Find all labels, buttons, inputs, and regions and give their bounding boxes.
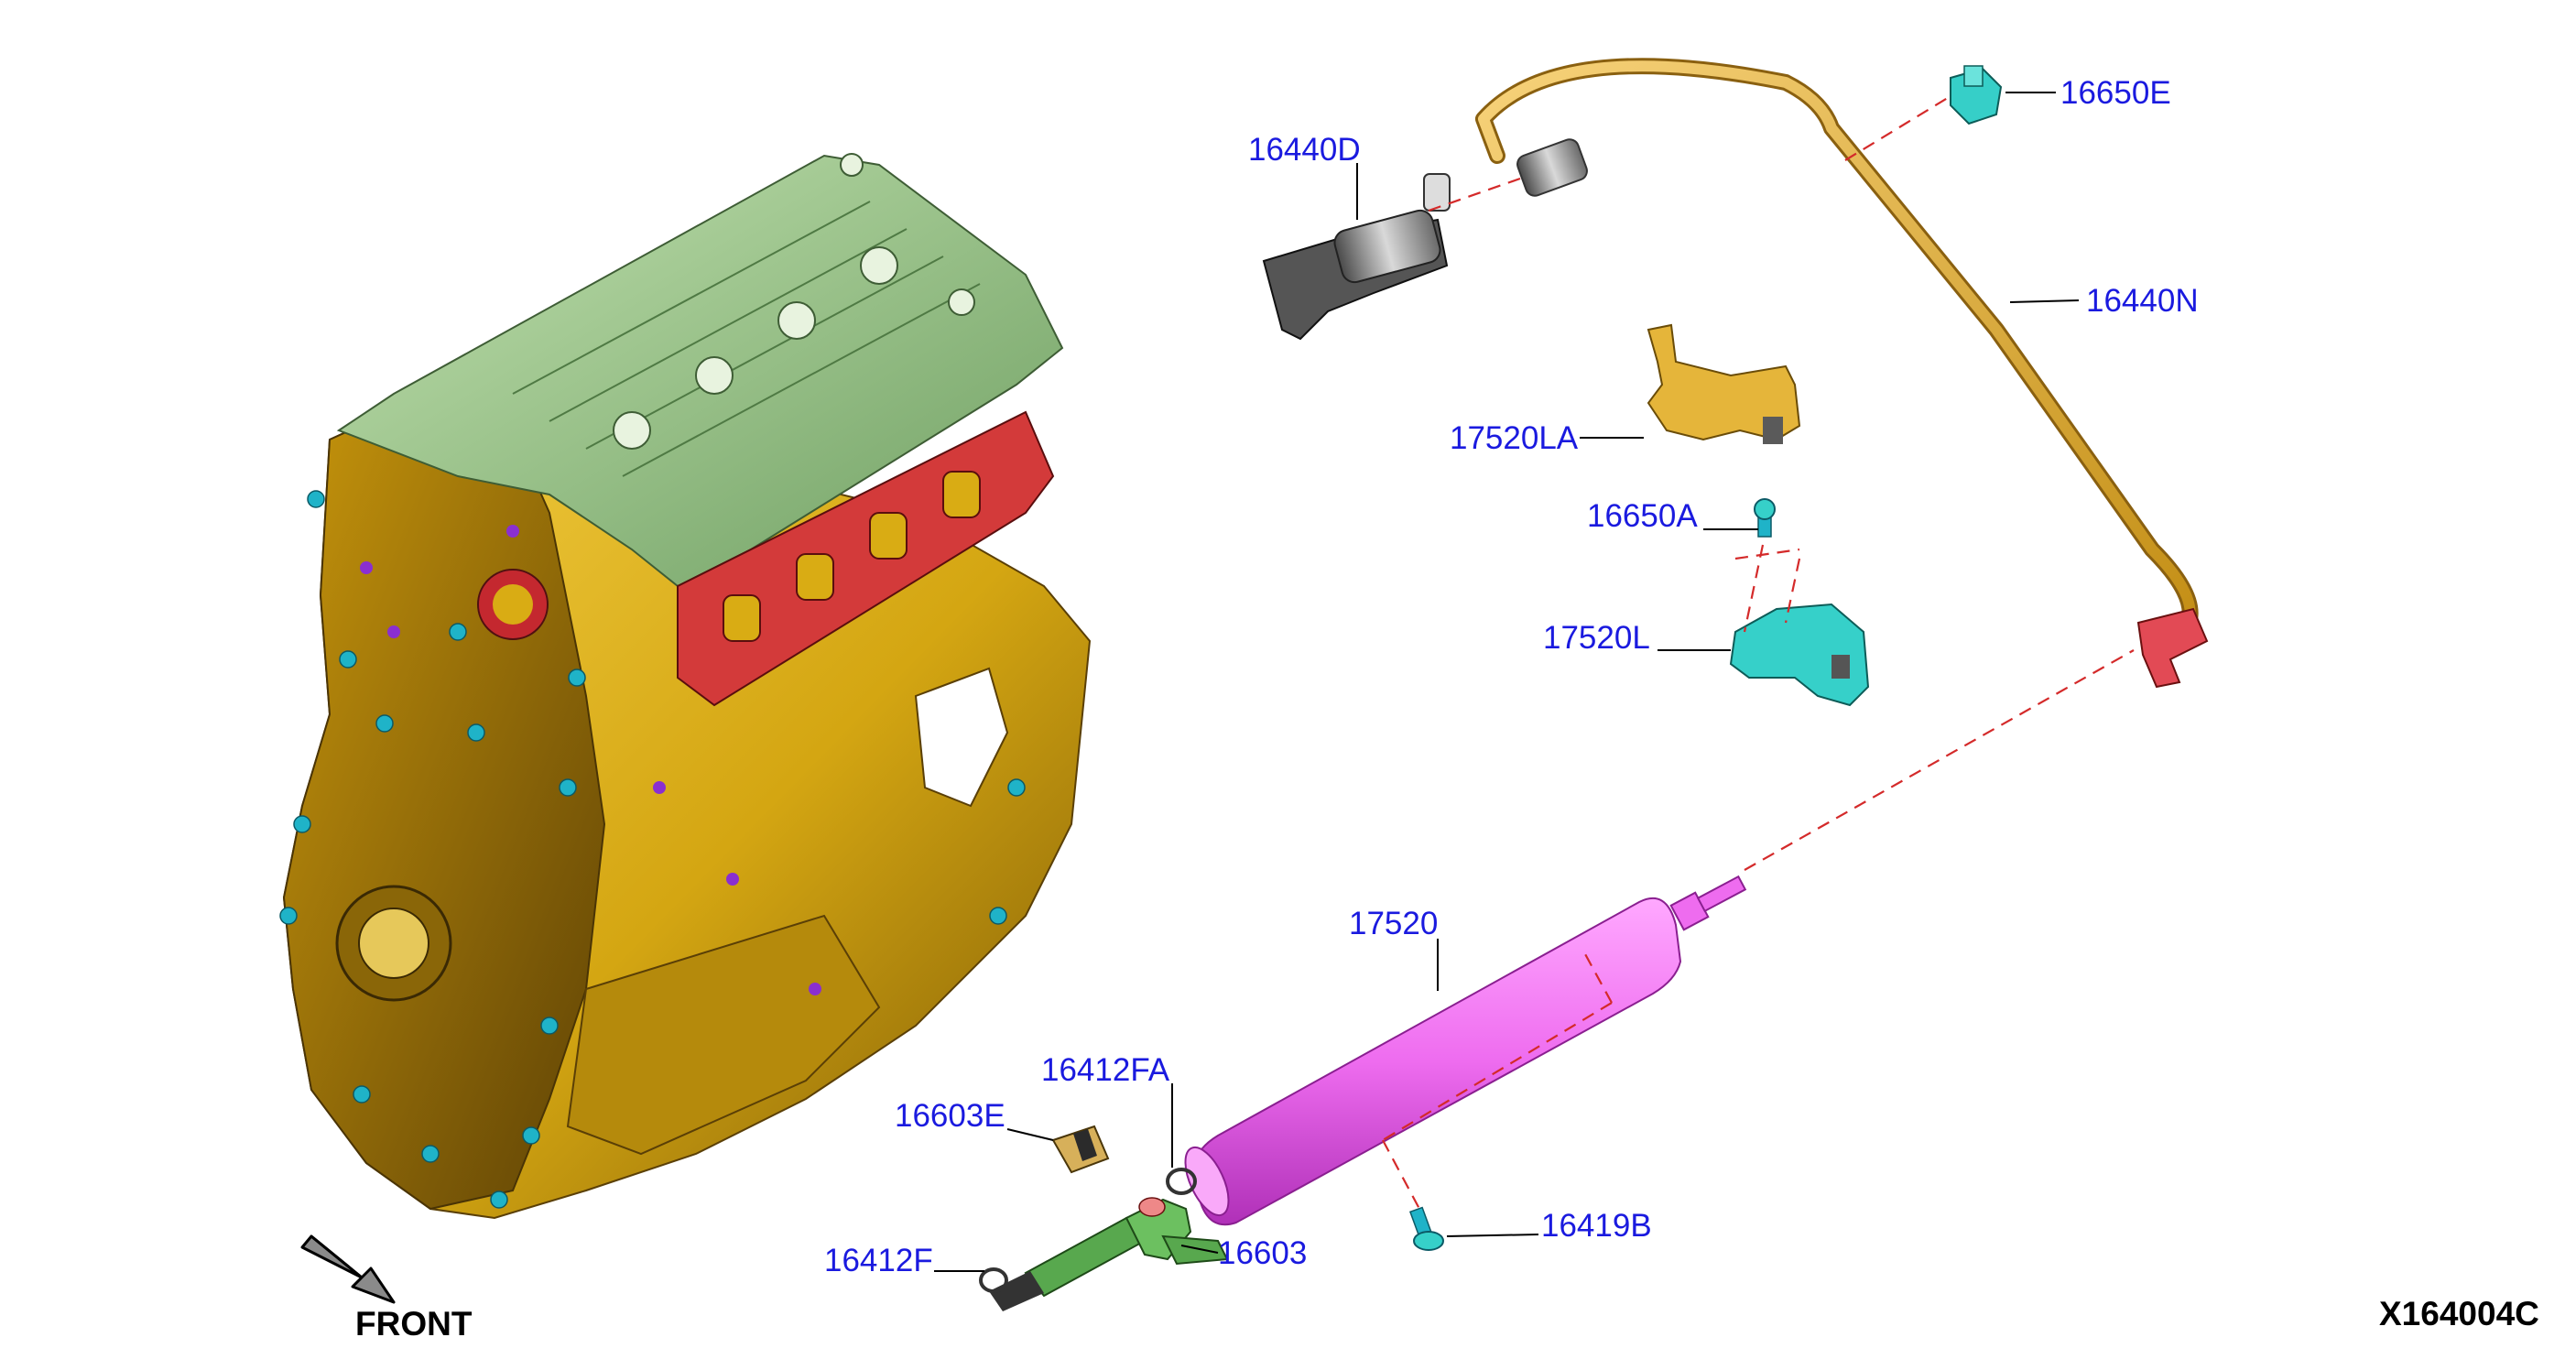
bolt-16650A-part[interactable] — [1754, 498, 1776, 538]
front-arrow-icon — [300, 1234, 396, 1304]
engine-assembly-illustration — [279, 153, 1092, 1220]
label-16440N[interactable]: 16440N — [2086, 283, 2199, 319]
bracket-17520LA-part[interactable] — [1647, 323, 1801, 444]
fuel-feed-tube[interactable] — [1475, 58, 2209, 689]
label-16650A[interactable]: 16650A — [1587, 498, 1698, 534]
bracket-17520L-part[interactable] — [1729, 603, 1870, 707]
quick-connector-part[interactable] — [1262, 173, 1451, 341]
front-label: FRONT — [355, 1305, 473, 1343]
label-17520LA[interactable]: 17520LA — [1450, 420, 1579, 456]
clip-16650E-part[interactable] — [1950, 65, 2003, 125]
label-16412F[interactable]: 16412F — [824, 1243, 933, 1278]
o-ring-16412F[interactable] — [979, 1267, 1008, 1293]
tube-end-fitting — [2136, 607, 2209, 689]
label-leaders — [934, 92, 2080, 1272]
seal-16603E-part[interactable] — [1051, 1125, 1110, 1174]
label-16412FA[interactable]: 16412FA — [1041, 1052, 1170, 1088]
label-16603[interactable]: 16603 — [1218, 1235, 1307, 1271]
label-16440D[interactable]: 16440D — [1248, 132, 1361, 168]
o-ring-16412FA[interactable] — [1166, 1168, 1197, 1195]
bolt-16419B-part[interactable] — [1408, 1206, 1444, 1251]
label-16603E[interactable]: 16603E — [895, 1098, 1005, 1134]
label-16650E[interactable]: 16650E — [2060, 75, 2171, 111]
fuel-rail-part[interactable] — [1177, 875, 1747, 1226]
label-16419B[interactable]: 16419B — [1541, 1208, 1652, 1244]
label-17520[interactable]: 17520 — [1349, 906, 1438, 941]
front-indicator: FRONT — [300, 1234, 473, 1343]
label-17520L[interactable]: 17520L — [1543, 620, 1650, 656]
fuel-injector-part[interactable] — [989, 1197, 1229, 1311]
assembly-dash-lines — [1382, 95, 2135, 1210]
figure-code: X164004C — [2379, 1295, 2539, 1332]
